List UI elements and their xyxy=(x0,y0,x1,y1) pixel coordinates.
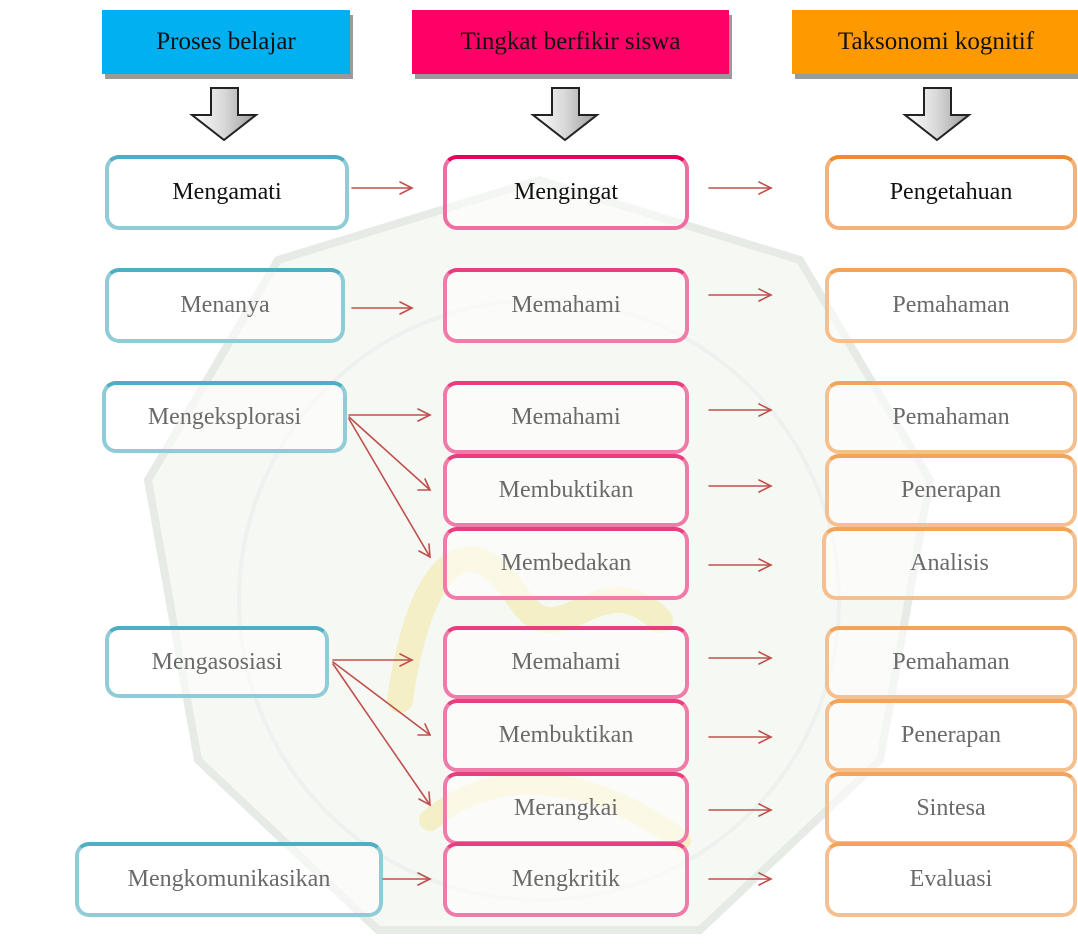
arrow-mengasosiasi-membuktikan xyxy=(332,661,432,736)
header-tingkat-berfikir-label: Tingkat berfikir siswa xyxy=(460,28,681,55)
node-menanya: Menanya xyxy=(105,268,345,343)
arrow-mengasosiasi-merangkai xyxy=(332,663,431,807)
arrow-mengamati-mengingat xyxy=(351,181,414,195)
node-memahami-3-label: Memahami xyxy=(511,649,621,675)
node-mengingat-label: Mengingat xyxy=(514,179,618,205)
header-taksonomi-kognitif: Taksonomi kognitif xyxy=(792,10,1078,74)
node-pemahaman-2-label: Pemahaman xyxy=(892,404,1010,430)
node-penerapan-1: Penerapan xyxy=(825,454,1077,527)
node-penerapan-1-label: Penerapan xyxy=(901,477,1001,503)
node-membuktikan-2-label: Membuktikan xyxy=(498,722,634,748)
header-taksonomi-kognitif-label: Taksonomi kognitif xyxy=(837,28,1035,55)
node-pemahaman-3: Pemahaman xyxy=(825,626,1077,699)
arrow-memahami-pemahaman-3 xyxy=(708,651,773,665)
down-arrow-icon-2 xyxy=(530,87,600,142)
node-pengetahuan-label: Pengetahuan xyxy=(889,179,1013,205)
node-mengkritik-label: Mengkritik xyxy=(512,866,620,892)
node-pemahaman-3-label: Pemahaman xyxy=(892,649,1010,675)
down-arrow-icon-3 xyxy=(902,87,972,142)
node-membuktikan-1: Membuktikan xyxy=(443,454,689,527)
node-memahami-3: Memahami xyxy=(443,626,689,699)
node-memahami-2: Memahami xyxy=(443,381,689,454)
header-proses-belajar-label: Proses belajar xyxy=(156,28,296,55)
arrow-mengingat-pengetahuan xyxy=(708,181,773,195)
header-proses-belajar: Proses belajar xyxy=(102,10,350,74)
node-mengkomunikasikan-label: Mengkomunikasikan xyxy=(127,866,331,892)
node-mengeksplorasi-label: Mengeksplorasi xyxy=(147,403,302,430)
arrow-membuktikan-penerapan-2 xyxy=(708,730,773,744)
arrow-memahami-pemahaman-1 xyxy=(708,288,773,302)
node-evaluasi-label: Evaluasi xyxy=(909,866,993,892)
node-memahami-2-label: Memahami xyxy=(511,404,621,430)
node-mengingat: Mengingat xyxy=(443,155,689,230)
arrow-membuktikan-penerapan-1 xyxy=(708,479,773,493)
node-analisis-label: Analisis xyxy=(910,550,989,576)
arrow-merangkai-sintesa xyxy=(708,803,773,817)
node-membuktikan-2: Membuktikan xyxy=(443,699,689,772)
down-arrow-icon-1 xyxy=(189,87,259,142)
node-mengasosiasi-label: Mengasosiasi xyxy=(151,648,283,675)
node-evaluasi: Evaluasi xyxy=(825,842,1077,917)
node-merangkai-label: Merangkai xyxy=(514,795,618,821)
node-mengamati: Mengamati xyxy=(105,155,349,230)
node-penerapan-2: Penerapan xyxy=(825,699,1077,772)
node-pemahaman-2: Pemahaman xyxy=(825,381,1077,454)
node-memahami-1: Memahami xyxy=(443,268,689,343)
node-mengkritik: Mengkritik xyxy=(443,842,689,917)
node-merangkai: Merangkai xyxy=(443,772,689,845)
node-membuktikan-1-label: Membuktikan xyxy=(498,477,634,503)
node-membedakan-label: Membedakan xyxy=(500,550,632,576)
arrow-mengeksplorasi-membuktikan xyxy=(348,416,432,491)
node-mengasosiasi: Mengasosiasi xyxy=(105,626,329,698)
node-mengeksplorasi: Mengeksplorasi xyxy=(102,381,347,453)
arrow-membedakan-analisis xyxy=(708,558,773,572)
node-penerapan-2-label: Penerapan xyxy=(901,722,1001,748)
node-mengkomunikasikan: Mengkomunikasikan xyxy=(75,842,383,917)
node-menanya-label: Menanya xyxy=(180,292,270,318)
node-analisis: Analisis xyxy=(822,527,1077,600)
node-pengetahuan: Pengetahuan xyxy=(825,155,1077,230)
node-pemahaman-1: Pemahaman xyxy=(825,268,1077,343)
node-memahami-1-label: Memahami xyxy=(511,292,621,318)
arrow-mengkritik-evaluasi xyxy=(708,872,773,886)
node-mengamati-label: Mengamati xyxy=(172,179,282,205)
node-sintesa-label: Sintesa xyxy=(916,795,986,821)
arrow-mengkomunikasikan-mengkritik xyxy=(382,872,432,886)
arrow-mengeksplorasi-memahami xyxy=(348,408,432,422)
header-tingkat-berfikir: Tingkat berfikir siswa xyxy=(412,10,729,74)
node-sintesa: Sintesa xyxy=(825,772,1077,845)
arrow-mengasosiasi-memahami xyxy=(332,653,414,667)
arrow-menanya-memahami xyxy=(351,301,414,315)
arrow-mengeksplorasi-membedakan xyxy=(348,418,431,559)
arrow-memahami-pemahaman-2 xyxy=(708,403,773,417)
node-membedakan: Membedakan xyxy=(443,527,689,600)
node-pemahaman-1-label: Pemahaman xyxy=(892,292,1010,318)
